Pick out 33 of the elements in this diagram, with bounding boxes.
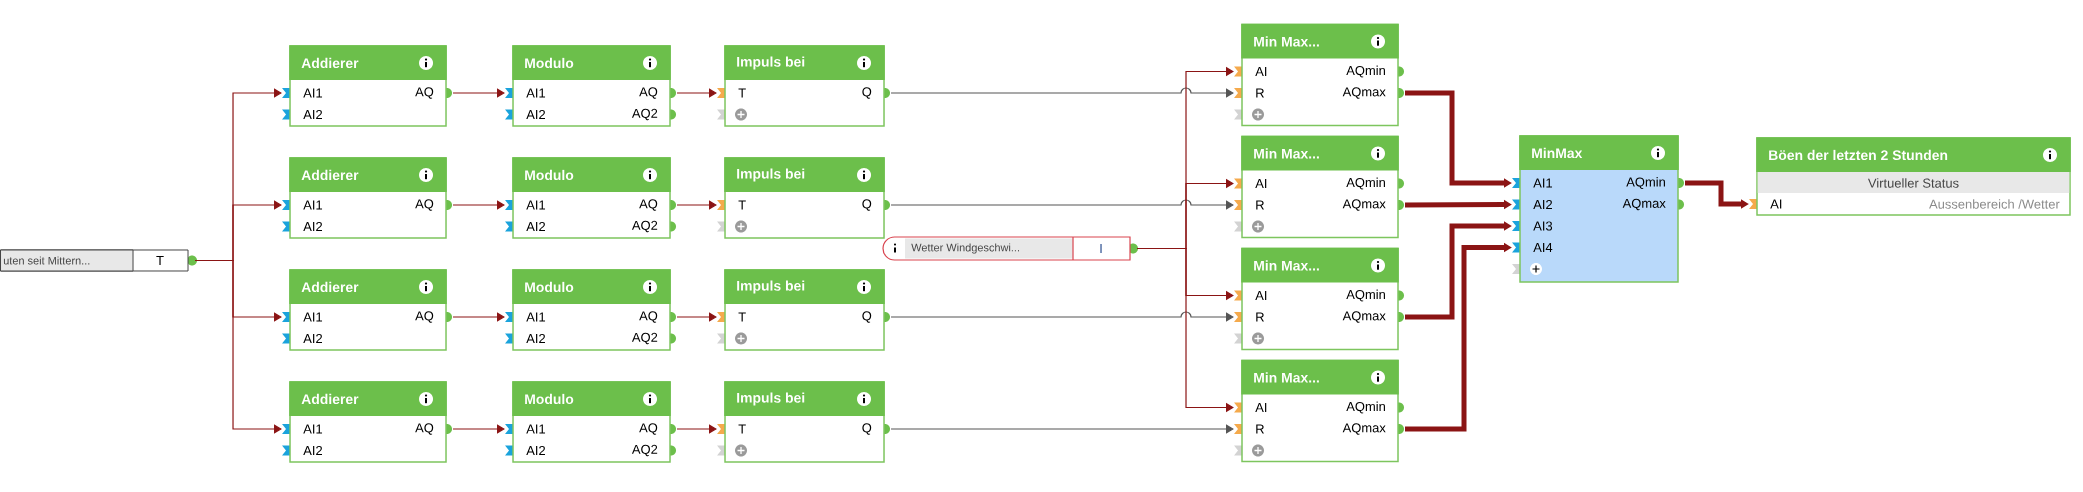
connector (890, 199, 1234, 210)
connector (676, 312, 717, 322)
connector (452, 88, 505, 98)
function-block: Min Max... AI AQmin R AQmax (1234, 247, 1404, 351)
connector (452, 312, 505, 322)
function-block: Modulo AI1 AQ AI2 AQ2 (505, 157, 676, 239)
function-block: Addierer AI1 AQ AI2 (282, 157, 452, 239)
function-block: Impuls bei T Q (717, 269, 890, 351)
function-block: Modulo AI1 AQ AI2 AQ2 (505, 381, 676, 463)
function-block: Min Max... AI AQmin R AQmax (1234, 135, 1404, 239)
connector (676, 88, 717, 98)
function-block: Impuls bei T Q (717, 45, 890, 127)
connector (890, 311, 1234, 322)
function-block: Impuls bei T Q (717, 157, 890, 239)
function-block: Impuls bei T Q (717, 381, 890, 463)
status-block: Böen der letzten 2 Stunden Virtueller Status AI Aussenbereich /Wetter (1749, 137, 2071, 216)
connector (452, 424, 505, 434)
function-block: Min Max... AI AQmin R AQmax (1234, 23, 1404, 127)
function-block: Min Max... AI AQmin R AQmax (1234, 359, 1404, 463)
function-block: Modulo AI1 AQ AI2 AQ2 (505, 269, 676, 351)
function-block: Addierer AI1 AQ AI2 (282, 381, 452, 463)
connector (890, 424, 1234, 434)
connector (890, 87, 1234, 98)
connector (676, 424, 717, 434)
connector (452, 200, 505, 210)
connector (676, 200, 717, 210)
connector (194, 259, 282, 434)
function-block: MinMax AI1 AQmin AI2 AQmax AI3 AI4 (1512, 135, 1684, 283)
input-block: Wetter Windgeschwi... I (882, 236, 1138, 261)
input-block: uten seit Mittern... T (0, 249, 197, 272)
function-block: Addierer AI1 AQ AI2 (282, 45, 452, 127)
function-block: Addierer AI1 AQ AI2 (282, 269, 452, 351)
function-block: Modulo AI1 AQ AI2 AQ2 (505, 45, 676, 127)
